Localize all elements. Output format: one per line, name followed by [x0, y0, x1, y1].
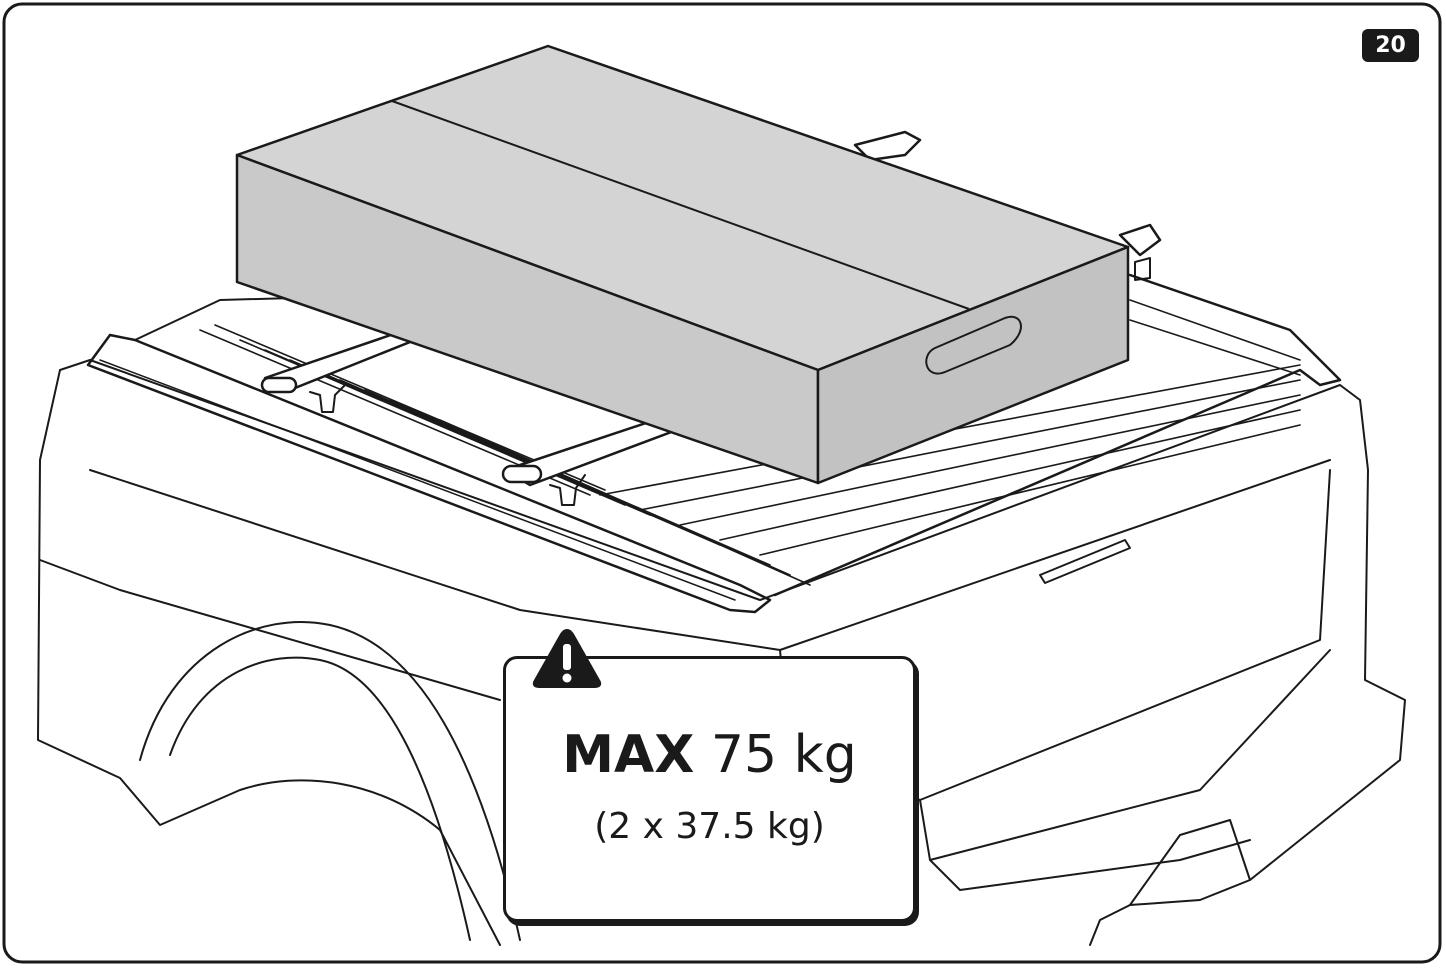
truck-bed-drawing	[37, 130, 1406, 946]
warning-triangle-icon	[532, 629, 602, 688]
step-number-badge: 20	[1362, 29, 1419, 62]
max-word: MAX	[562, 725, 695, 785]
cargo-box-side	[816, 245, 1130, 485]
max-load-value: 75 kg	[710, 725, 857, 785]
load-split-value: (2 x 37.5 kg)	[594, 806, 825, 847]
max-load-label: MAX 75 kg (2 x 37.5 kg)	[503, 656, 916, 922]
max-load-line: MAX 75 kg	[506, 729, 913, 781]
cargo-box	[235, 44, 1130, 485]
cargo-box-handle	[925, 315, 1022, 375]
